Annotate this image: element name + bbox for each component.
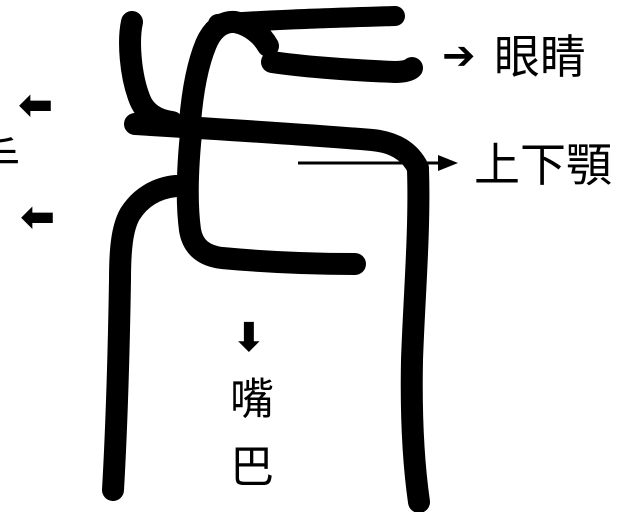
left-partial-label: 手 — [0, 138, 20, 182]
glyph-stroke-eye-bar — [261, 51, 423, 83]
down-arrow-icon: ⬇ — [232, 315, 266, 361]
eyes-label: 眼睛 — [494, 30, 586, 84]
glyph-stroke-top-bar — [208, 6, 405, 34]
glyph-stroke-right-vertical — [400, 159, 430, 512]
mouth-label-line1: 嘴 — [230, 374, 274, 425]
glyph-stroke-crossbar — [124, 113, 429, 179]
left-arrow-bottom-icon: ⬅ — [20, 192, 56, 241]
glyph-stroke-top-left — [119, 11, 183, 133]
right-arrow-icon: ➔ — [442, 33, 476, 79]
jaw-label: 上下顎 — [474, 138, 612, 192]
glyph-stroke-lower-arc — [102, 175, 187, 501]
glyph-stroke-inner-curve — [176, 113, 366, 275]
left-arrow-top-icon: ⬅ — [18, 80, 54, 129]
mouth-label-line2: 巴 — [230, 442, 274, 493]
glyph-stroke-eye-top — [179, 10, 279, 133]
